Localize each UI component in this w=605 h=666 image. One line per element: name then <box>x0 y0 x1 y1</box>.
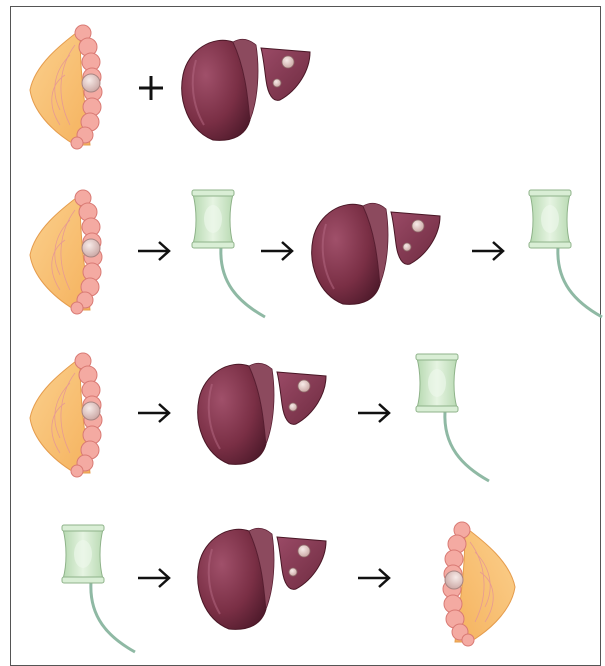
colon-tumor-icon <box>30 190 102 314</box>
row-chemo-first <box>30 190 602 317</box>
row-liver-first <box>62 522 515 652</box>
colon-tumor-icon <box>443 522 515 646</box>
chemo-port-icon <box>192 190 265 317</box>
liver-icon <box>198 528 326 629</box>
colon-tumor-icon <box>30 353 102 477</box>
arrow-right-icon <box>138 242 169 260</box>
arrow-right-icon <box>358 569 389 587</box>
arrow-right-icon <box>138 404 169 422</box>
chemo-port-icon <box>416 354 489 481</box>
row-simultaneous <box>30 25 310 149</box>
plus-icon <box>139 76 163 100</box>
liver-icon <box>312 203 440 304</box>
arrow-right-icon <box>472 242 503 260</box>
colon-tumor-icon <box>30 25 102 149</box>
chemo-port-icon <box>62 525 135 652</box>
arrow-right-icon <box>138 569 169 587</box>
chemo-port-icon <box>529 190 602 317</box>
arrow-right-icon <box>358 404 389 422</box>
liver-icon <box>198 363 326 464</box>
liver-icon <box>182 39 310 140</box>
row-primary-first <box>30 353 489 481</box>
arrow-right-icon <box>261 242 292 260</box>
